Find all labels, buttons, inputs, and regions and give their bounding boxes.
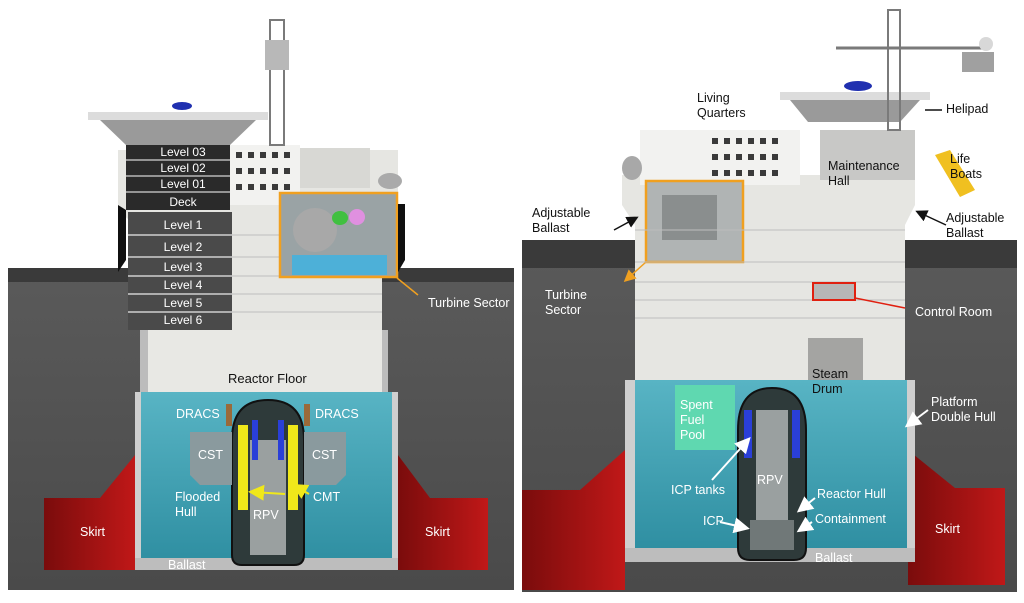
left-levels-dark bbox=[128, 212, 232, 330]
left-turbine-shape bbox=[293, 208, 337, 252]
right-skirt-label: Skirt bbox=[935, 522, 960, 536]
containment-label: Containment bbox=[815, 512, 886, 526]
skirt-right-label: Skirt bbox=[425, 525, 450, 539]
icp-label: ICP bbox=[703, 514, 724, 528]
right-rpv-shape bbox=[756, 410, 788, 520]
skirt-left-label: Skirt bbox=[80, 525, 105, 539]
control-room-label: Control Room bbox=[915, 305, 993, 319]
reactor-hull-label: Reactor Hull bbox=[817, 487, 886, 501]
left-upper-deck-dark bbox=[126, 145, 230, 210]
helipad-label: Helipad bbox=[946, 102, 989, 116]
level-3-label: Level 3 bbox=[163, 260, 203, 274]
control-room-arrow bbox=[854, 297, 906, 309]
left-panel bbox=[8, 19, 514, 590]
left-generator bbox=[332, 211, 348, 225]
right-turbine-sector-label: Turbine Sector bbox=[545, 288, 587, 317]
adjustable-ballast-right-label: Adjustable Ballast bbox=[946, 211, 1005, 240]
maintenance-hall-label: Maintenance Hall bbox=[828, 159, 900, 188]
right-floor-lines bbox=[635, 229, 905, 319]
deck-label: Deck bbox=[169, 195, 197, 209]
level-03-label: Level 03 bbox=[160, 145, 206, 159]
double-hull-arrow bbox=[904, 409, 929, 428]
containment-arrow bbox=[796, 516, 815, 533]
flooded-hull-label: Flooded Hull bbox=[175, 490, 221, 519]
right-dracs-tube bbox=[304, 404, 310, 426]
left-ballast-label: Ballast bbox=[168, 558, 206, 572]
right-skirt-right bbox=[908, 450, 1005, 585]
right-panel bbox=[522, 9, 1017, 592]
left-reactor-floor-area bbox=[148, 330, 388, 392]
level-01-label: Level 01 bbox=[160, 177, 206, 191]
right-helicopter bbox=[844, 81, 872, 91]
left-turbine-sector-label: Turbine Sector bbox=[428, 296, 510, 310]
left-pump bbox=[349, 209, 365, 225]
spent-fuel-pool-shape bbox=[675, 385, 735, 450]
left-turbine-arrow bbox=[396, 277, 419, 296]
left-cmt-1 bbox=[238, 425, 248, 510]
icp-tanks-arrow bbox=[711, 437, 751, 481]
left-crane-head bbox=[265, 40, 289, 70]
left-skirt-left-shape bbox=[44, 455, 135, 570]
right-helipad bbox=[780, 92, 930, 100]
icp-tank-2 bbox=[792, 410, 800, 458]
left-cmt-2 bbox=[288, 425, 298, 510]
left-rpv-label: RPV bbox=[253, 508, 279, 522]
level-02-label: Level 02 bbox=[160, 161, 206, 175]
right-dome bbox=[622, 156, 642, 180]
left-lower-level-dividers bbox=[128, 234, 232, 313]
left-level-dividers bbox=[126, 159, 230, 193]
left-crane-mast bbox=[269, 19, 285, 146]
living-quarters-label: Living Quarters bbox=[697, 91, 746, 120]
control-room-box bbox=[812, 282, 856, 301]
left-dracs-tube bbox=[226, 404, 232, 426]
platform-double-hull-label: Platform Double Hull bbox=[931, 395, 996, 424]
steam-drum-label: Steam Drum bbox=[812, 367, 849, 396]
adj-ballast-right-arrow bbox=[915, 210, 947, 226]
level-6-label: Level 6 bbox=[163, 313, 203, 327]
right-turbine-arrow bbox=[623, 261, 647, 283]
left-helipad-support bbox=[100, 120, 256, 145]
right-skirt-left bbox=[522, 450, 625, 590]
icp-arrow bbox=[719, 517, 750, 534]
left-top-block bbox=[300, 148, 370, 188]
level-4-label: Level 4 bbox=[163, 278, 203, 292]
icp-tank-1 bbox=[744, 410, 752, 458]
life-boats-label: Life Boats bbox=[950, 152, 982, 181]
right-ballast-label: Ballast bbox=[815, 551, 853, 565]
adj-ballast-left-arrow bbox=[613, 216, 639, 231]
right-crane-mast bbox=[887, 9, 901, 131]
left-dome bbox=[378, 173, 402, 189]
level-2-label: Level 2 bbox=[163, 240, 203, 254]
left-windows bbox=[236, 152, 290, 190]
left-cst-block bbox=[190, 432, 232, 485]
right-windows bbox=[712, 138, 778, 176]
dracs-left-label: DRACS bbox=[176, 407, 220, 421]
dracs-right-label: DRACS bbox=[315, 407, 359, 421]
spent-fuel-pool-label: Spent Fuel Pool bbox=[680, 398, 713, 442]
cmt-arrow-1 bbox=[248, 484, 286, 501]
life-boats-shape bbox=[935, 150, 975, 197]
cst-right-label: CST bbox=[312, 448, 337, 462]
level-1-label: Level 1 bbox=[163, 218, 203, 232]
icp-tanks-label: ICP tanks bbox=[671, 483, 725, 497]
reactor-floor-label: Reactor Floor bbox=[228, 371, 307, 386]
cmt-label: CMT bbox=[313, 490, 341, 504]
cst-left-label: CST bbox=[198, 448, 223, 462]
right-cst-block bbox=[304, 432, 346, 485]
left-condenser bbox=[292, 255, 387, 275]
reactor-hull-arrow bbox=[796, 496, 816, 513]
level-5-label: Level 5 bbox=[163, 296, 203, 310]
left-helipad bbox=[88, 112, 268, 120]
left-skirt-right-shape bbox=[398, 455, 488, 570]
right-maintenance-hall bbox=[820, 130, 915, 180]
adjustable-ballast-left-label: Adjustable Ballast bbox=[532, 206, 591, 235]
right-rpv-label: RPV bbox=[757, 473, 783, 487]
cmt-arrow-2 bbox=[291, 484, 310, 499]
left-helicopter bbox=[172, 102, 192, 110]
